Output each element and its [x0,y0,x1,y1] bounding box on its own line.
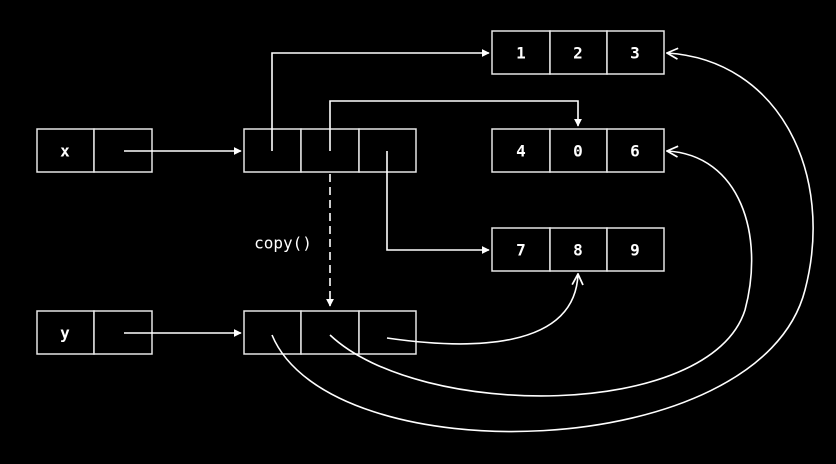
arrow-y-cell1-to-inner-list-1 [329,151,753,397]
variable-y-label: y [60,324,70,343]
outer-list-y-cell-2 [358,310,417,355]
outer-list-y-cell-0 [243,310,302,355]
variable-x-label: x [60,142,70,161]
inner-list-0-value-0: 1 [516,44,526,63]
arrow-x-cell0-to-inner-list-0 [271,49,490,151]
inner-list-1-value-2: 6 [630,142,640,161]
outer-list-y [243,310,417,355]
inner-list-2-value-0: 7 [516,241,526,260]
variable-x: x [36,128,153,173]
inner-list-0-value-2: 3 [630,44,640,63]
inner-list-2: 7 8 9 [491,227,665,272]
variable-y: y [36,310,153,355]
copy-label-background [242,231,324,255]
inner-list-1-value-1-highlighted: 0 [573,142,583,161]
inner-list-0-value-1: 2 [573,44,583,63]
variable-x-name-cell [36,128,95,173]
arrow-y-cell2-to-inner-list-2 [386,274,578,345]
outer-list-x [243,128,417,173]
inner-list-0: 1 2 3 [491,30,665,75]
inner-list-1-cell-1 [549,128,608,173]
inner-list-1-cell-2 [606,128,665,173]
inner-list-0-cell-0 [491,30,551,75]
inner-list-2-value-1: 8 [573,241,583,260]
inner-list-1: 4 0 6 [491,128,665,173]
arrow-x-cell1-to-inner-list-1 [329,100,582,151]
arrow-y-cell0-to-inner-list-0 [271,53,814,433]
inner-list-0-cell-2 [606,30,665,75]
outer-list-y-cell-1 [300,310,360,355]
inner-list-2-value-2: 9 [630,241,640,260]
inner-list-2-cell-0 [491,227,551,272]
copy-label: copy() [254,234,312,253]
inner-list-2-cell-2 [606,227,665,272]
arrow-x-cell2-to-inner-list-2 [386,151,490,254]
inner-list-1-value-0: 4 [516,142,526,161]
